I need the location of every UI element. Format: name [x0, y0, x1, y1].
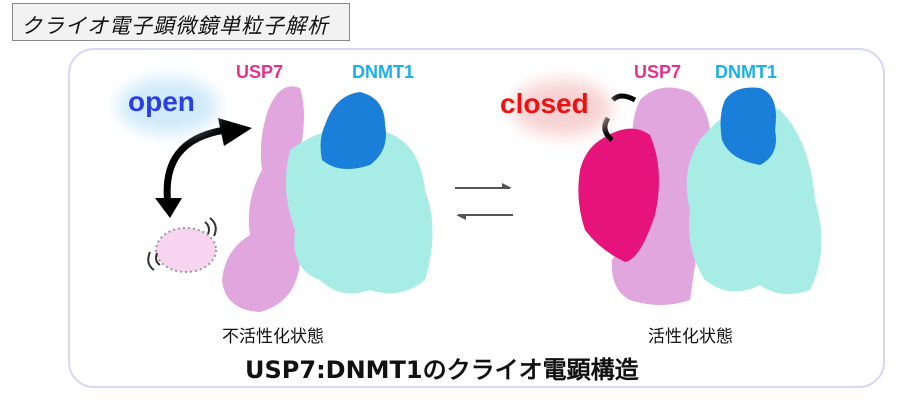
open-glow	[118, 78, 218, 134]
usp7-label-left: USP7	[236, 62, 284, 82]
dnmt1-light-left	[286, 127, 433, 294]
closed-label: closed	[500, 88, 589, 119]
arrowhead-icon	[218, 118, 252, 146]
dnmt1-label-right: DNMT1	[715, 62, 777, 82]
active-state-caption: 活性化状態	[648, 327, 733, 347]
header-title: クライオ電子顕微鏡単粒子解析	[21, 14, 329, 38]
disordered-usp7-domain	[155, 227, 217, 273]
motion-arrow-icon	[163, 126, 226, 206]
vibration-marks-icon	[147, 217, 217, 271]
figure-title: USP7:DNMT1のクライオ電顕構造	[245, 356, 639, 384]
usp7-light-left	[222, 86, 304, 312]
equilibrium-arrows-icon	[455, 183, 513, 220]
dnmt1-label-left: DNMT1	[352, 62, 414, 82]
usp7-dark-right	[578, 128, 659, 262]
dnmt1-light-right	[686, 104, 822, 295]
dnmt1-dark-left	[320, 92, 386, 169]
figure-panel	[68, 48, 885, 388]
header-title-box: クライオ電子顕微鏡単粒子解析	[12, 3, 350, 41]
usp7-label-right: USP7	[634, 62, 682, 82]
left-structure	[147, 86, 433, 312]
dnmt1-dark-right	[720, 87, 776, 165]
open-label: open	[128, 86, 195, 117]
inactive-state-caption: 不活性化状態	[222, 327, 324, 347]
right-structure	[578, 87, 822, 305]
arrowhead-icon	[155, 198, 182, 218]
closed-glow	[512, 80, 612, 136]
